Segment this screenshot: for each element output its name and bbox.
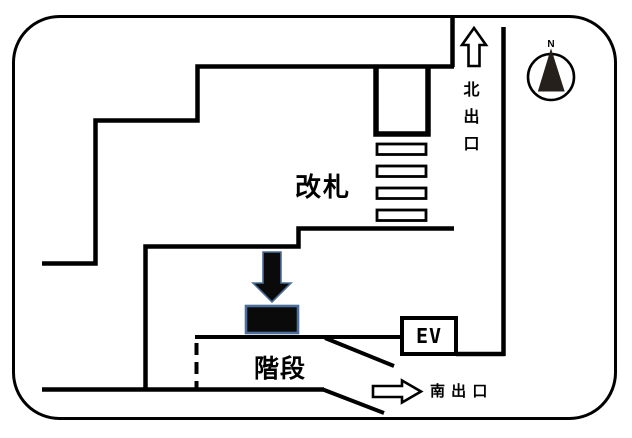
- ticket-gate-box: [373, 66, 431, 137]
- upper-stepped-wall: [42, 64, 454, 266]
- compass: [526, 48, 576, 102]
- current-location-marker: [244, 304, 300, 335]
- elevator-box: [400, 316, 458, 356]
- compass-needle-icon: [537, 48, 565, 92]
- outer-boundary: [12, 15, 617, 420]
- compass-north-label: N: [547, 39, 555, 50]
- south-exit-arrow-icon: [371, 378, 424, 405]
- middle-stepped-wall: [143, 226, 454, 391]
- south-exit-label: 南 出 口: [430, 383, 489, 400]
- ticket-gate: [375, 164, 428, 178]
- ticket-gate: [375, 186, 428, 200]
- elevator-label: EV: [415, 324, 443, 348]
- route-down-arrow-icon: [251, 251, 293, 304]
- stairs-label: 階段: [254, 355, 307, 383]
- north-exit-label: 北出口: [463, 82, 480, 153]
- south-passage-lower-diagonal: [322, 387, 385, 415]
- ticket-gate: [375, 142, 428, 156]
- south-passage-upper-diagonal: [324, 336, 395, 368]
- north-exit-arrow-icon: [459, 25, 489, 68]
- ticket-gate: [375, 208, 428, 222]
- ticket-gate-label: 改札: [295, 172, 352, 202]
